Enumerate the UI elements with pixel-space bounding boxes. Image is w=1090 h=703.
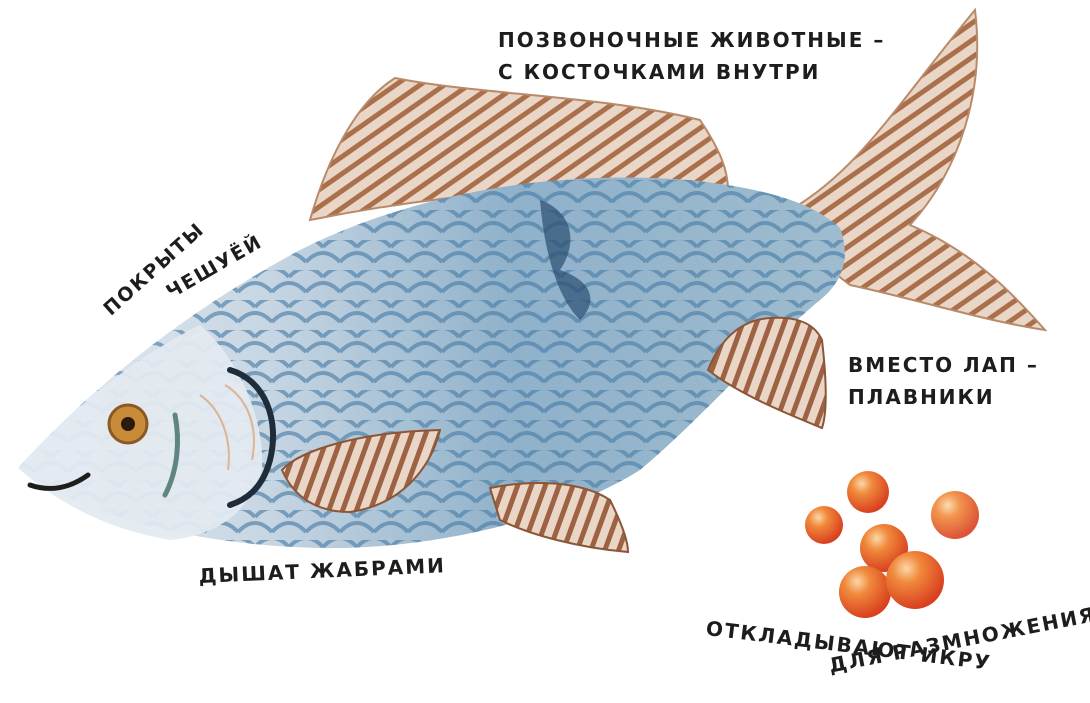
vertebrates-label: ПОЗВОНОЧНЫЕ ЖИВОТНЫЕ –С КОСТОЧКАМИ ВНУТР… (498, 24, 885, 88)
roe-eggs-illustration (805, 471, 979, 618)
fins-label: ВМЕСТО ЛАП –ПЛАВНИКИ (848, 349, 1039, 413)
pelvic-fin (490, 483, 628, 552)
